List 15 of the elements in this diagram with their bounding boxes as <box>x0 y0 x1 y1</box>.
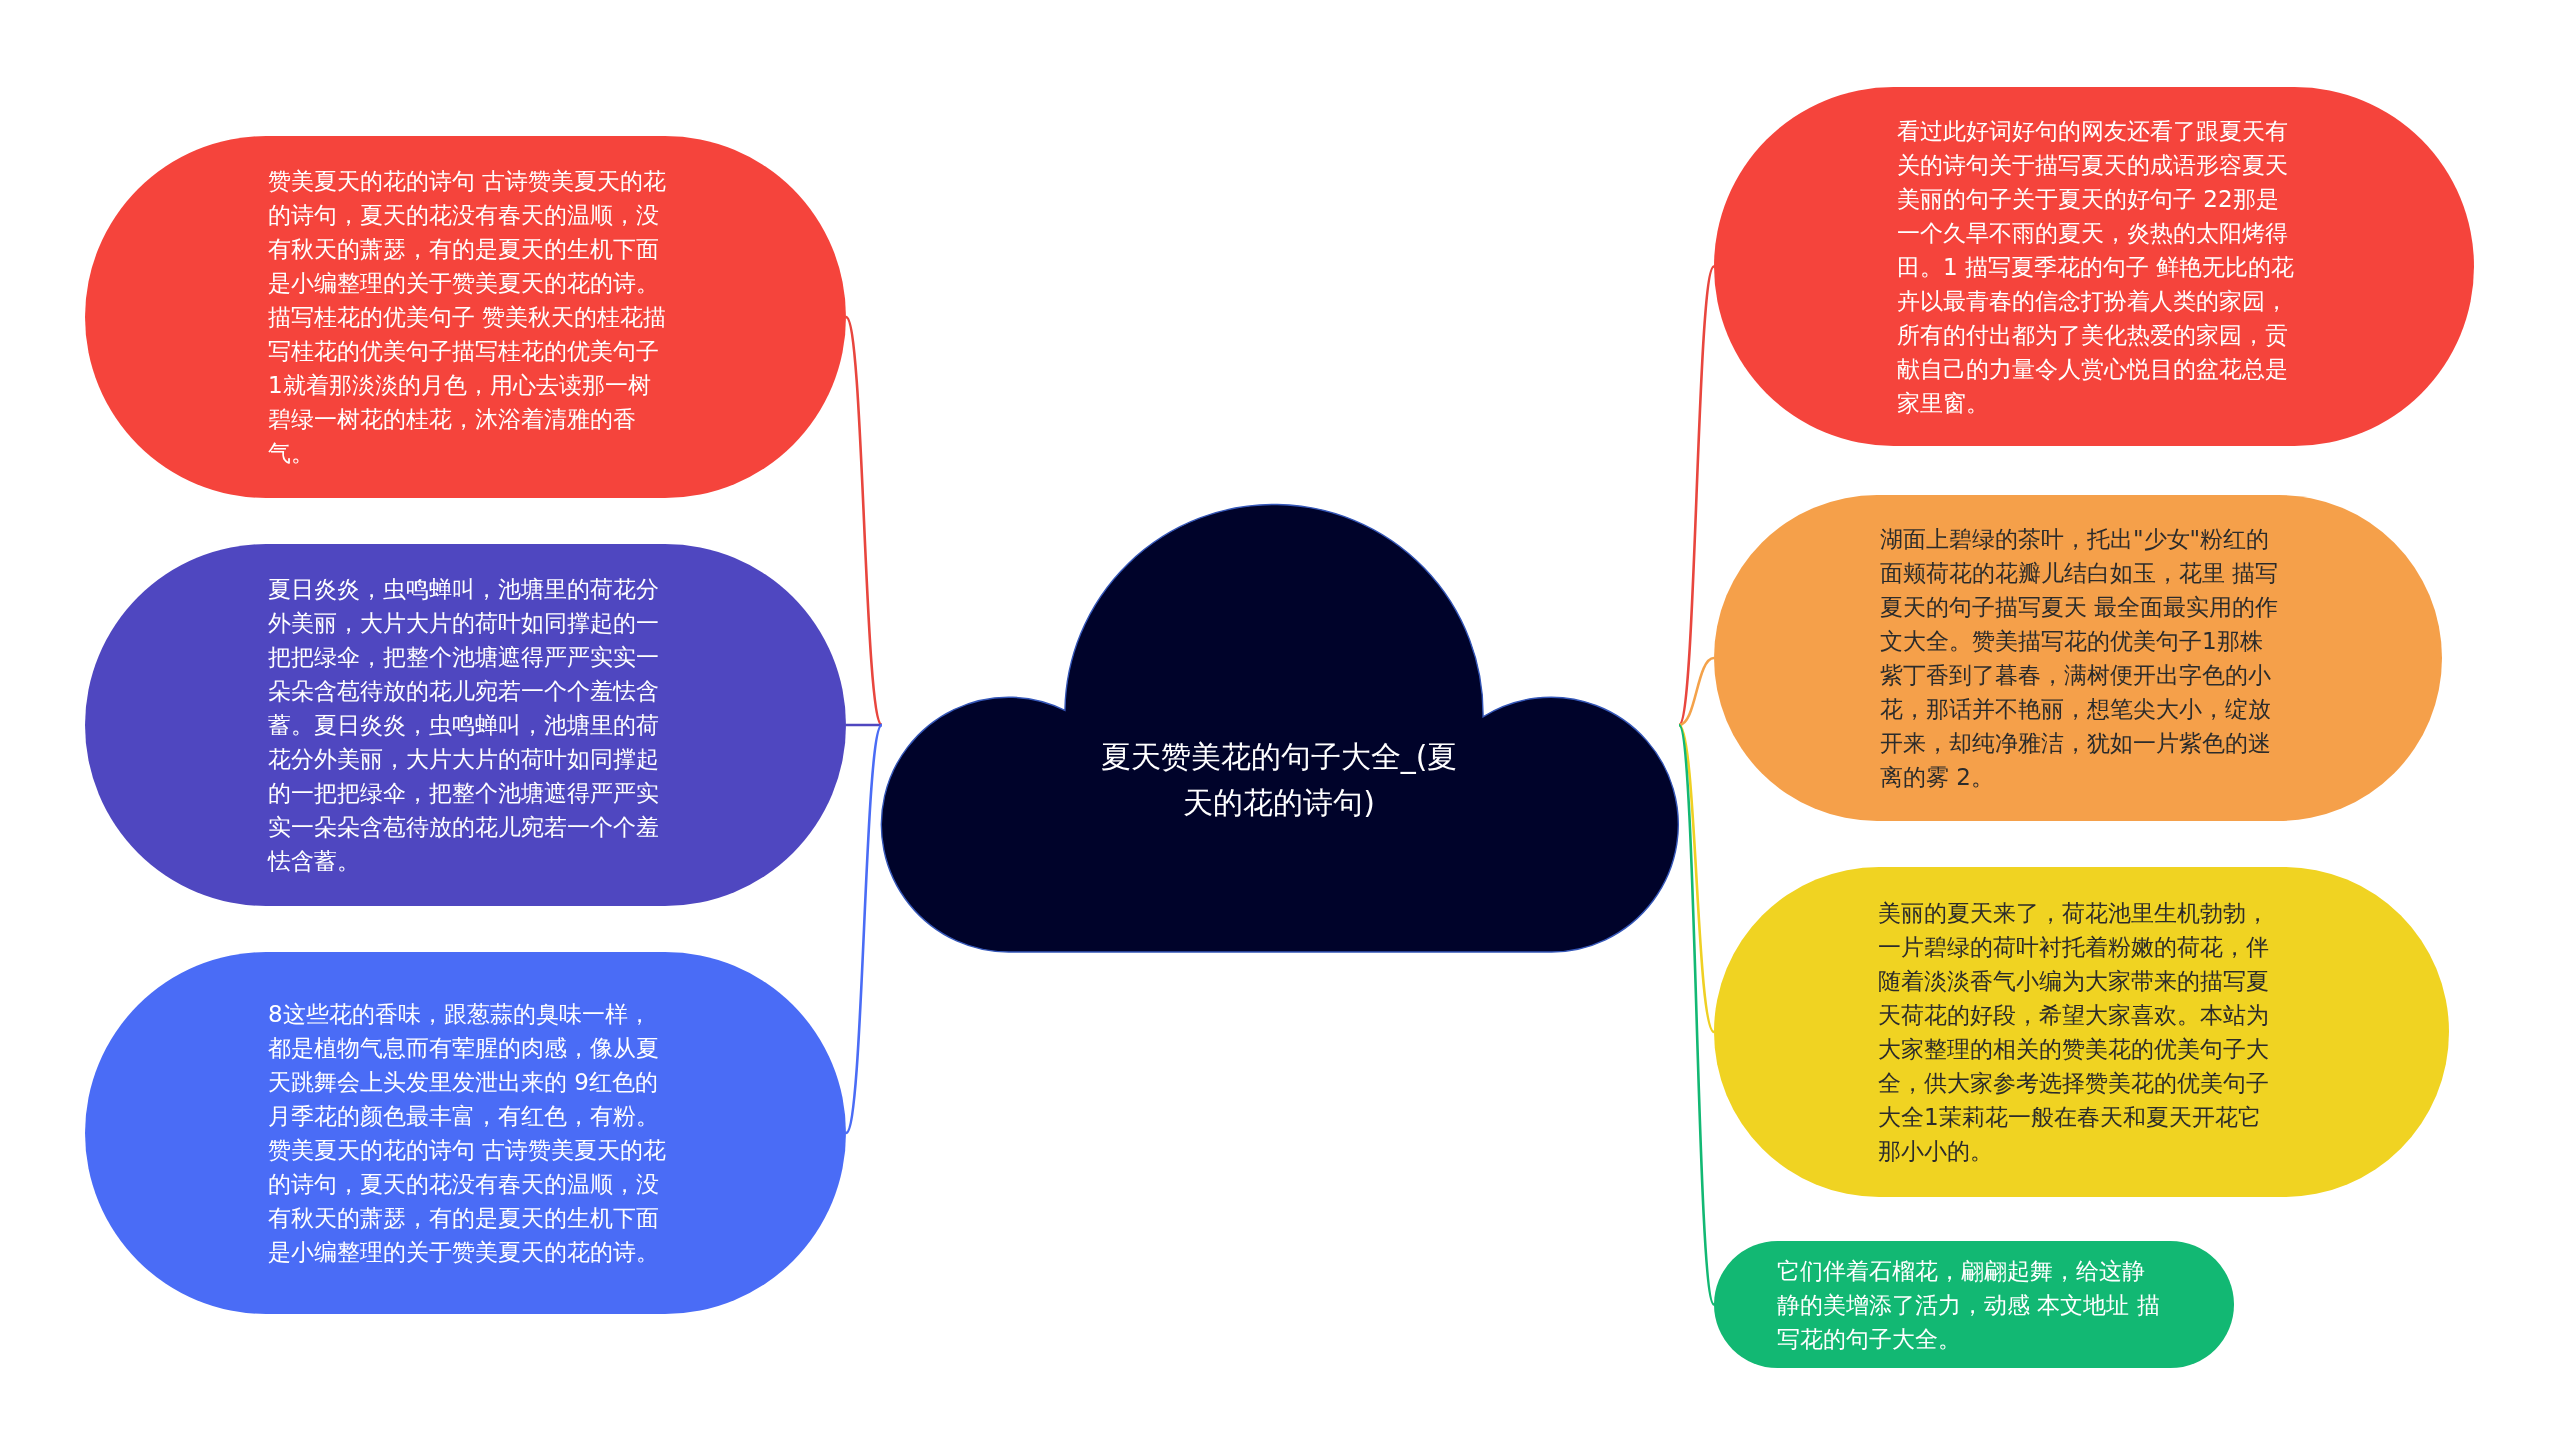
connector-line <box>1677 265 1716 726</box>
central-topic-text: 夏天赞美花的句子大全_(夏天的花的诗句) <box>1099 738 1459 822</box>
branch-text: 它们伴着石榴花，翩翩起舞，给这静静的美增添了活力，动感 本文地址 描写花的句子大全。 <box>1777 1256 2161 1354</box>
connector-line <box>1678 656 1715 727</box>
connector-line <box>846 723 882 727</box>
connector-line <box>844 724 884 1134</box>
branch-text: 夏日炎炎，虫鸣蝉叫，池塘里的荷花分外美丽，大片大片的荷叶如同撑起的一把把绿伞，把整个池塘遮得严严实实一朵朵含苞待放的花儿宛若一个个羞怯含蓄。夏日炎炎，虫鸣蝉叫，池塘里的荷花分外美丽，大片大片的荷叶如同撑起的一把把绿伞，把整个池塘遮得严严实实一朵朵含苞待放的花儿宛若一个个羞怯含蓄。 <box>268 575 660 876</box>
branch-text: 看过此好词好句的网友还看了跟夏天有关的诗句关于描写夏天的成语形容夏天美丽的句子关于夏天的好句子 22那是一个久旱不雨的夏天，炎热的太阳烤得田。1 描写夏季花的句子 鲜艳无比的花卉以最青春的信念打扮着人类的家园，所有的付出都为了美化热爱的家园，贡献自己的力量令人赏心悦目的盆花总是家里窗。 <box>1897 116 2296 418</box>
connector-line <box>844 316 884 726</box>
connector-line <box>1677 724 1716 1305</box>
branch-text: 美丽的夏天来了，荷花池里生机勃勃，一片碧绿的荷叶衬托着粉嫩的荷花，伴随着淡淡香气小编为大家带来的描写夏天荷花的好段，希望大家喜欢。本站为大家整理的相关的赞美花的优美句子大全，供大家参考选择赞美花的优美句子大全1茉莉花一般在春天和夏天开花它那小小的。 <box>1878 899 2270 1166</box>
connector-line <box>1677 724 1716 1033</box>
branch-text: 湖面上碧绿的茶叶，托出"少女"粉红的面颊荷花的花瓣儿结白如玉，花里 描写夏天的句子描写夏天 最全面最实用的作文大全。赞美描写花的优美句子1那株紫丁香到了暮春，满树便开出字色的小花，那话并不艳丽，想笔尖大小，绽放开来，却纯净雅洁，犹如一片紫色的迷离的雾 2。 <box>1880 525 2280 792</box>
branch-text: 8这些花的香味，跟葱蒜的臭味一样，都是植物气息而有荤腥的肉感，像从夏天跳舞会上头发里发泄出来的 9红色的月季花的颜色最丰富，有红色，有粉。赞美夏天的花的诗句 古诗赞美夏天的花的诗句，夏天的花没有春天的温顺，没有秋天的萧瑟，有的是夏天的生机下面是小编整理的关于赞美夏天的花的诗。 <box>268 1000 668 1267</box>
branch-text: 赞美夏天的花的诗句 古诗赞美夏天的花的诗句，夏天的花没有春天的温顺，没有秋天的萧瑟，有的是夏天的生机下面是小编整理的关于赞美夏天的花的诗。描写桂花的优美句子 赞美秋天的桂花描写桂花的优美句子描写桂花的优美句子1就着那淡淡的月色，用心去读那一树碧绿一树花的桂花，沐浴着清雅的香气。 <box>268 167 668 468</box>
